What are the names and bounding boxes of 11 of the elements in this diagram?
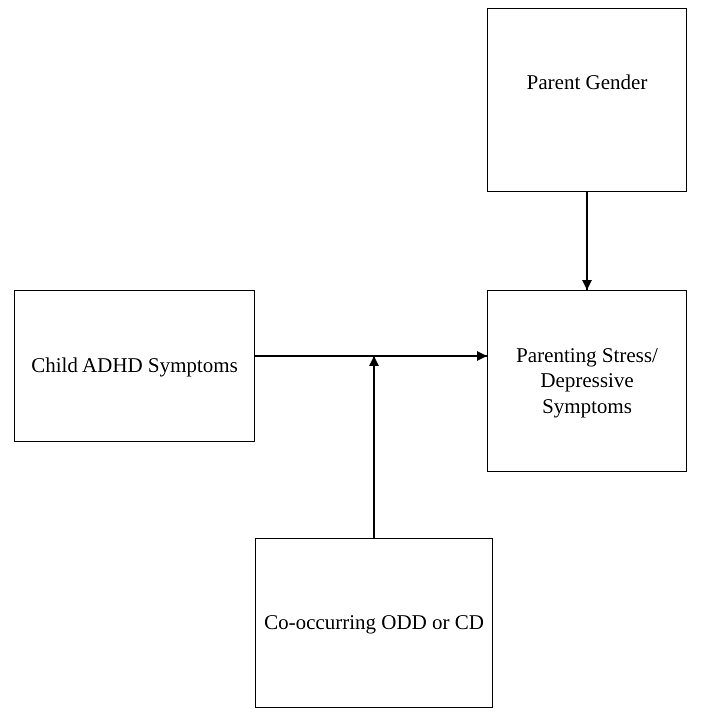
box-text: Co-occurring ODD or CD xyxy=(264,610,484,636)
arrow xyxy=(255,351,487,361)
box xyxy=(255,538,493,708)
box-text: Child ADHD Symptoms xyxy=(31,353,238,379)
box xyxy=(487,8,687,192)
box xyxy=(487,290,687,472)
arrow xyxy=(582,192,592,290)
box xyxy=(14,290,255,442)
box-text: Parent Gender xyxy=(526,70,648,96)
arrow xyxy=(369,356,379,538)
box-text: Parenting Stress/ Depressive Symptoms xyxy=(515,343,659,419)
